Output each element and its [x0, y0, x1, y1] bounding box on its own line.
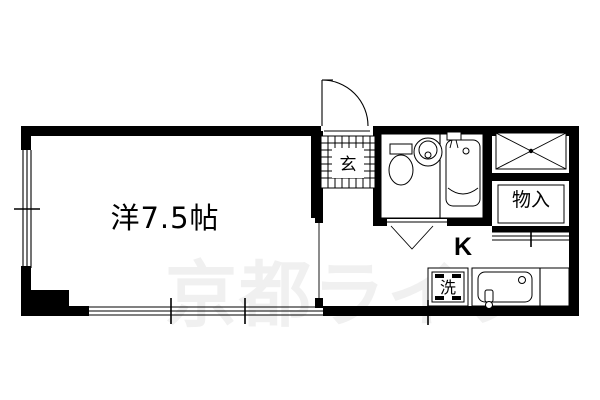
toilet-bowl — [388, 154, 414, 186]
washer-label-backdrop — [437, 279, 459, 296]
entrance-door-swing-arc — [321, 79, 369, 127]
bathtub-outline — [445, 139, 481, 207]
wall-bath-right — [483, 126, 492, 226]
main-room-label-group: 洋7.5帖 — [110, 201, 219, 235]
kitchen-sink-drain — [518, 276, 526, 284]
wall-left-upper — [21, 126, 31, 150]
hallway-bottom-lines — [324, 300, 432, 325]
washer-clip-tl — [435, 274, 444, 278]
bathtub-drain — [462, 147, 470, 155]
kitchen-label: K — [454, 233, 472, 261]
closet-shelf-center-dot — [528, 148, 534, 154]
entrance-area: 玄 — [320, 79, 376, 189]
closet-label: 物入 — [512, 189, 550, 211]
entrance-label: 玄 — [340, 155, 357, 175]
wash-basin-drain — [424, 151, 432, 159]
wall-partition-bottom-stub — [315, 298, 323, 308]
bathroom — [380, 131, 484, 250]
kitchen: K 洗 — [427, 233, 570, 309]
wall-bottom-right — [323, 306, 569, 316]
bathroom-door-swing-indicator — [390, 225, 434, 250]
wall-bottom-solid — [21, 306, 89, 316]
bathtub-faucet-body — [446, 131, 462, 141]
bottom-window — [89, 298, 324, 324]
main-room-label: 洋7.5帖 — [110, 201, 219, 235]
wall-partition-upper — [315, 131, 323, 223]
closet-main-box — [497, 184, 565, 224]
kitchen-faucet-base — [485, 301, 493, 309]
washer-clip-bl — [435, 296, 444, 300]
wall-top-left — [21, 126, 321, 136]
wall-closet-divider — [492, 173, 570, 181]
toilet-tank — [389, 143, 413, 155]
bathtub-faucet-spout — [449, 139, 459, 149]
closet: 物入 — [492, 132, 569, 247]
left-window — [14, 150, 40, 268]
washer-label: 洗 — [440, 278, 456, 297]
wash-basin-inner — [418, 140, 438, 160]
wall-right — [569, 126, 579, 316]
washer-clip-tr — [452, 274, 461, 278]
kitchen-faucet-body — [484, 289, 494, 303]
wall-genkan-right — [373, 126, 383, 218]
washer-clip-br — [452, 296, 461, 300]
genkan-label-backdrop — [332, 148, 364, 178]
bathtub-foot-curve — [447, 187, 479, 195]
wall-top-right — [375, 126, 579, 136]
